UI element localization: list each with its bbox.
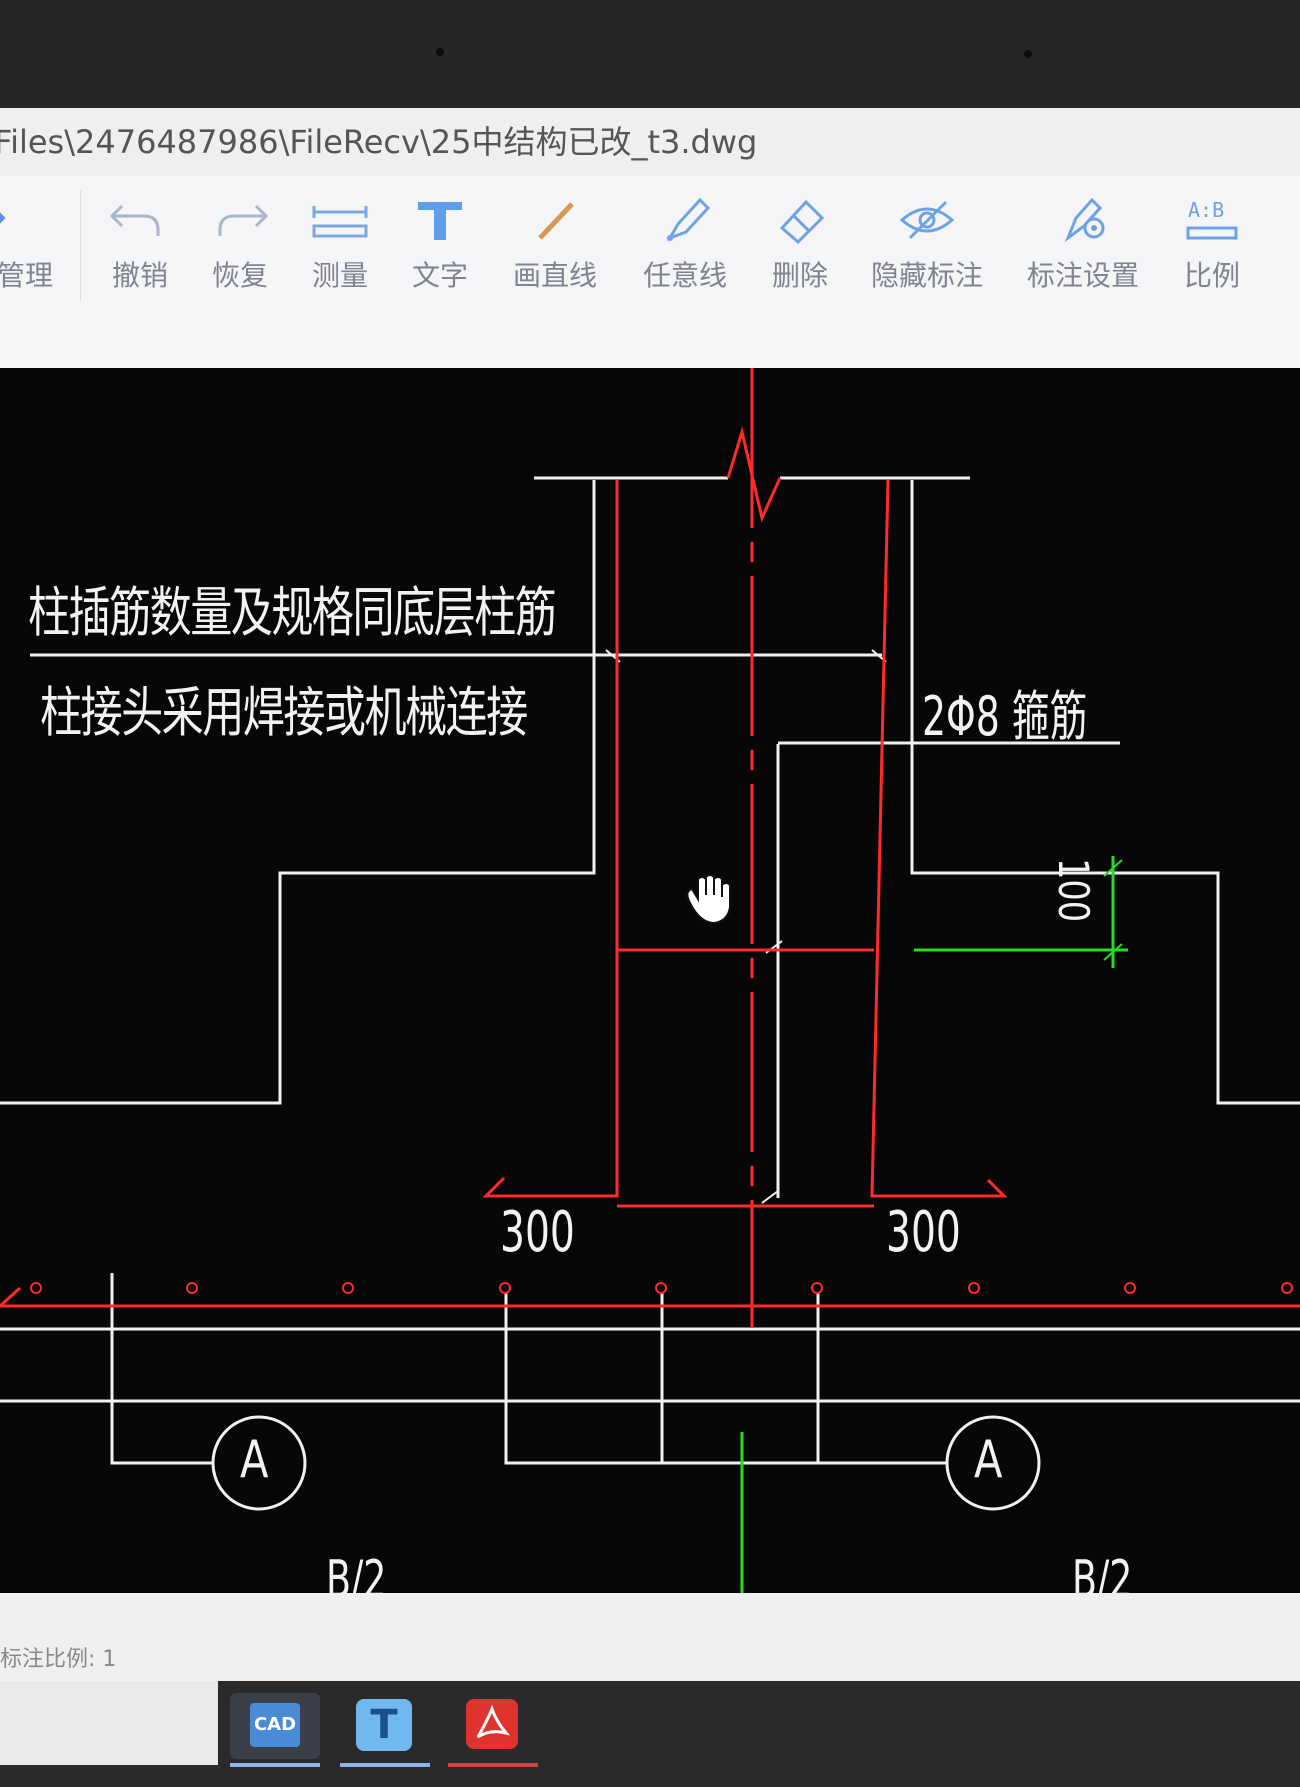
measure-icon bbox=[300, 188, 380, 248]
text-app-button[interactable]: T bbox=[340, 1693, 430, 1767]
rebar-dot bbox=[186, 1282, 198, 1294]
window-title-bar: Files\2476487986\FileRecv\25中结构已改_t3.dwg bbox=[0, 108, 1300, 176]
eraser-icon bbox=[760, 188, 840, 248]
scale-button[interactable]: A:B 比例 bbox=[1172, 188, 1252, 298]
freehand-line-button[interactable]: 任意线 bbox=[630, 188, 740, 298]
undo-button[interactable]: 撤销 bbox=[100, 188, 180, 298]
window-title: Files\2476487986\FileRecv\25中结构已改_t3.dwg bbox=[0, 123, 758, 161]
redo-icon bbox=[200, 188, 280, 248]
rebar-dot bbox=[1124, 1282, 1136, 1294]
rebar-dot bbox=[655, 1282, 667, 1294]
rebar-left bbox=[482, 480, 619, 1198]
scale-icon: A:B bbox=[1172, 188, 1252, 248]
axis-sub-left: B/2 bbox=[326, 1550, 387, 1593]
note-line-1: 柱插筋数量及规格同底层柱筋 bbox=[28, 581, 557, 644]
pan-hand-cursor bbox=[686, 874, 731, 925]
cad-app-icon: CAD bbox=[250, 1703, 300, 1747]
rebar-dot bbox=[499, 1282, 511, 1294]
monitor-bezel bbox=[0, 0, 1300, 108]
break-mark bbox=[726, 426, 782, 523]
text-icon bbox=[400, 188, 480, 248]
note-line-2: 柱接头采用焊接或机械连接 bbox=[40, 681, 528, 744]
app-active-indicator bbox=[448, 1763, 538, 1767]
rebar-dot bbox=[968, 1282, 980, 1294]
taskbar: CAD T bbox=[0, 1681, 1300, 1787]
status-bar: 标注比例: 1 bbox=[0, 1593, 1300, 1681]
toolbar-separator bbox=[80, 190, 81, 300]
dim-100-tick bbox=[1103, 859, 1123, 961]
undo-icon bbox=[100, 188, 180, 248]
delete-button[interactable]: 删除 bbox=[760, 188, 840, 298]
settings-pen-icon bbox=[1018, 188, 1148, 248]
taskbar-empty-area bbox=[0, 1681, 218, 1765]
stirrup-label: 2Φ8 箍筋 bbox=[922, 685, 1088, 748]
column-outline-right bbox=[910, 480, 1300, 1105]
toolbar: 管理 撤销 恢复 测量 文字 画直线 任意线 bbox=[0, 176, 1300, 368]
pen-icon bbox=[630, 188, 740, 248]
dim-right-300: 300 bbox=[886, 1200, 961, 1265]
pdf-app-icon bbox=[466, 1699, 518, 1749]
tick-slash bbox=[605, 649, 887, 1204]
dim-100-text: 100 bbox=[1049, 858, 1098, 923]
text-app-icon: T bbox=[356, 1699, 412, 1751]
column-outline-left bbox=[0, 480, 596, 1105]
measure-button[interactable]: 测量 bbox=[300, 188, 380, 298]
foundation-left-hook bbox=[0, 1286, 22, 1308]
drawing-canvas[interactable]: 柱插筋数量及规格同底层柱筋 柱接头采用焊接或机械连接 2Φ8 箍筋 100 30… bbox=[0, 368, 1300, 1593]
rebar-dot bbox=[342, 1282, 354, 1294]
rebar-dot bbox=[30, 1282, 42, 1294]
rebar-dot bbox=[811, 1282, 823, 1294]
manage-button[interactable]: 管理 bbox=[0, 188, 60, 298]
axis-bubble-left bbox=[211, 1415, 307, 1511]
line-icon bbox=[500, 188, 610, 248]
axis-label-left: A bbox=[240, 1430, 269, 1490]
cad-app-button[interactable]: CAD bbox=[230, 1693, 320, 1767]
rebar-right bbox=[870, 479, 1008, 1198]
bezel-dot bbox=[436, 48, 444, 56]
manage-icon bbox=[0, 188, 60, 248]
bezel-dot bbox=[1024, 50, 1032, 58]
app-active-indicator bbox=[340, 1763, 430, 1767]
scale-icon-text: A:B bbox=[1188, 198, 1225, 222]
axis-bracket-left bbox=[110, 1273, 214, 1465]
eye-hidden-icon bbox=[862, 188, 992, 248]
dim-left-300: 300 bbox=[500, 1200, 575, 1265]
cad-drawing bbox=[0, 368, 1300, 1593]
rebar-dot bbox=[1281, 1282, 1293, 1294]
text-button[interactable]: 文字 bbox=[400, 188, 480, 298]
axis-bubble-right bbox=[945, 1415, 1041, 1511]
redo-button[interactable]: 恢复 bbox=[200, 188, 280, 298]
axis-label-right: A bbox=[974, 1430, 1003, 1490]
axis-bracket-mid bbox=[504, 1293, 948, 1465]
annotation-scale-status: 标注比例: 1 bbox=[0, 1647, 117, 1672]
pdf-app-button[interactable] bbox=[448, 1693, 538, 1767]
axis-sub-right: B/2 bbox=[1072, 1550, 1133, 1593]
draw-line-button[interactable]: 画直线 bbox=[500, 188, 610, 298]
app-active-indicator bbox=[230, 1763, 320, 1767]
annotation-settings-button[interactable]: 标注设置 bbox=[1018, 188, 1148, 298]
hide-annotations-button[interactable]: 隐藏标注 bbox=[862, 188, 992, 298]
